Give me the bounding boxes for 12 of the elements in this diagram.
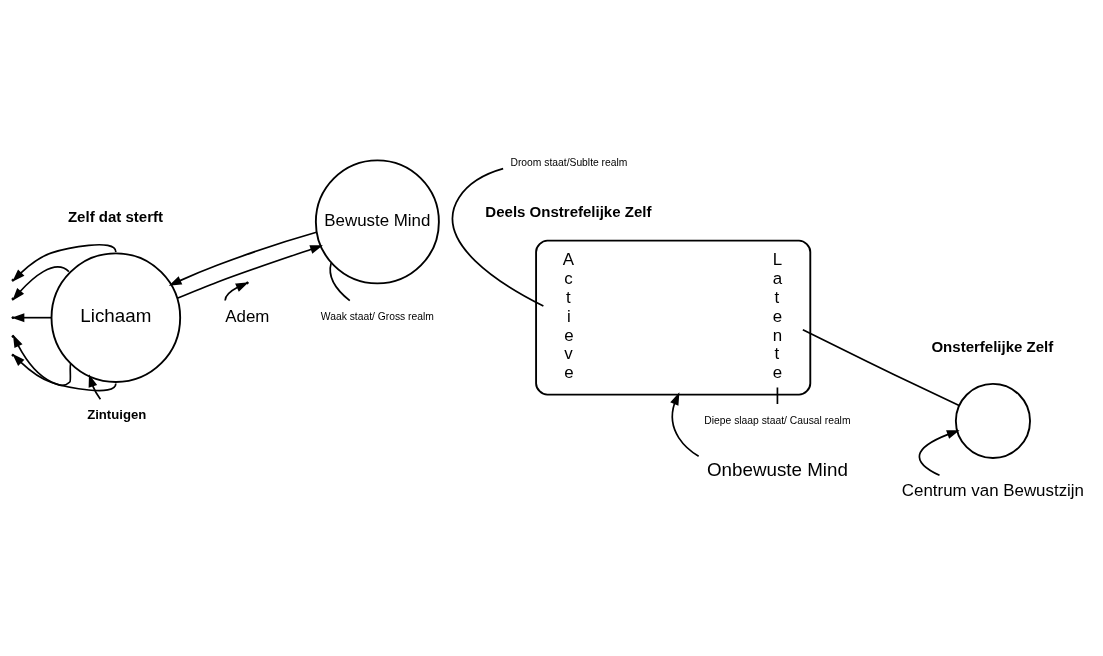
label: Deels Onstrefelijke Zelf xyxy=(485,203,652,220)
label: Zelf dat sterft xyxy=(67,207,164,225)
label: Onsterfelijke Zelf xyxy=(931,338,1054,356)
node-text: Actieve xyxy=(562,250,575,383)
node-text: Zintuigen xyxy=(87,406,147,422)
node-text: Centrum van Bewustzijn xyxy=(901,481,1085,501)
node-text: Droom staat/Sublte realm xyxy=(510,157,628,169)
node-text: Waak staat/ Gross realm xyxy=(320,311,434,323)
node-text: Latente xyxy=(772,250,783,383)
node-text: Diepe slaap staat/ Causal realm xyxy=(704,414,851,426)
node-text: Adem xyxy=(225,306,270,326)
node-text: Onbewuste Mind xyxy=(707,459,848,481)
